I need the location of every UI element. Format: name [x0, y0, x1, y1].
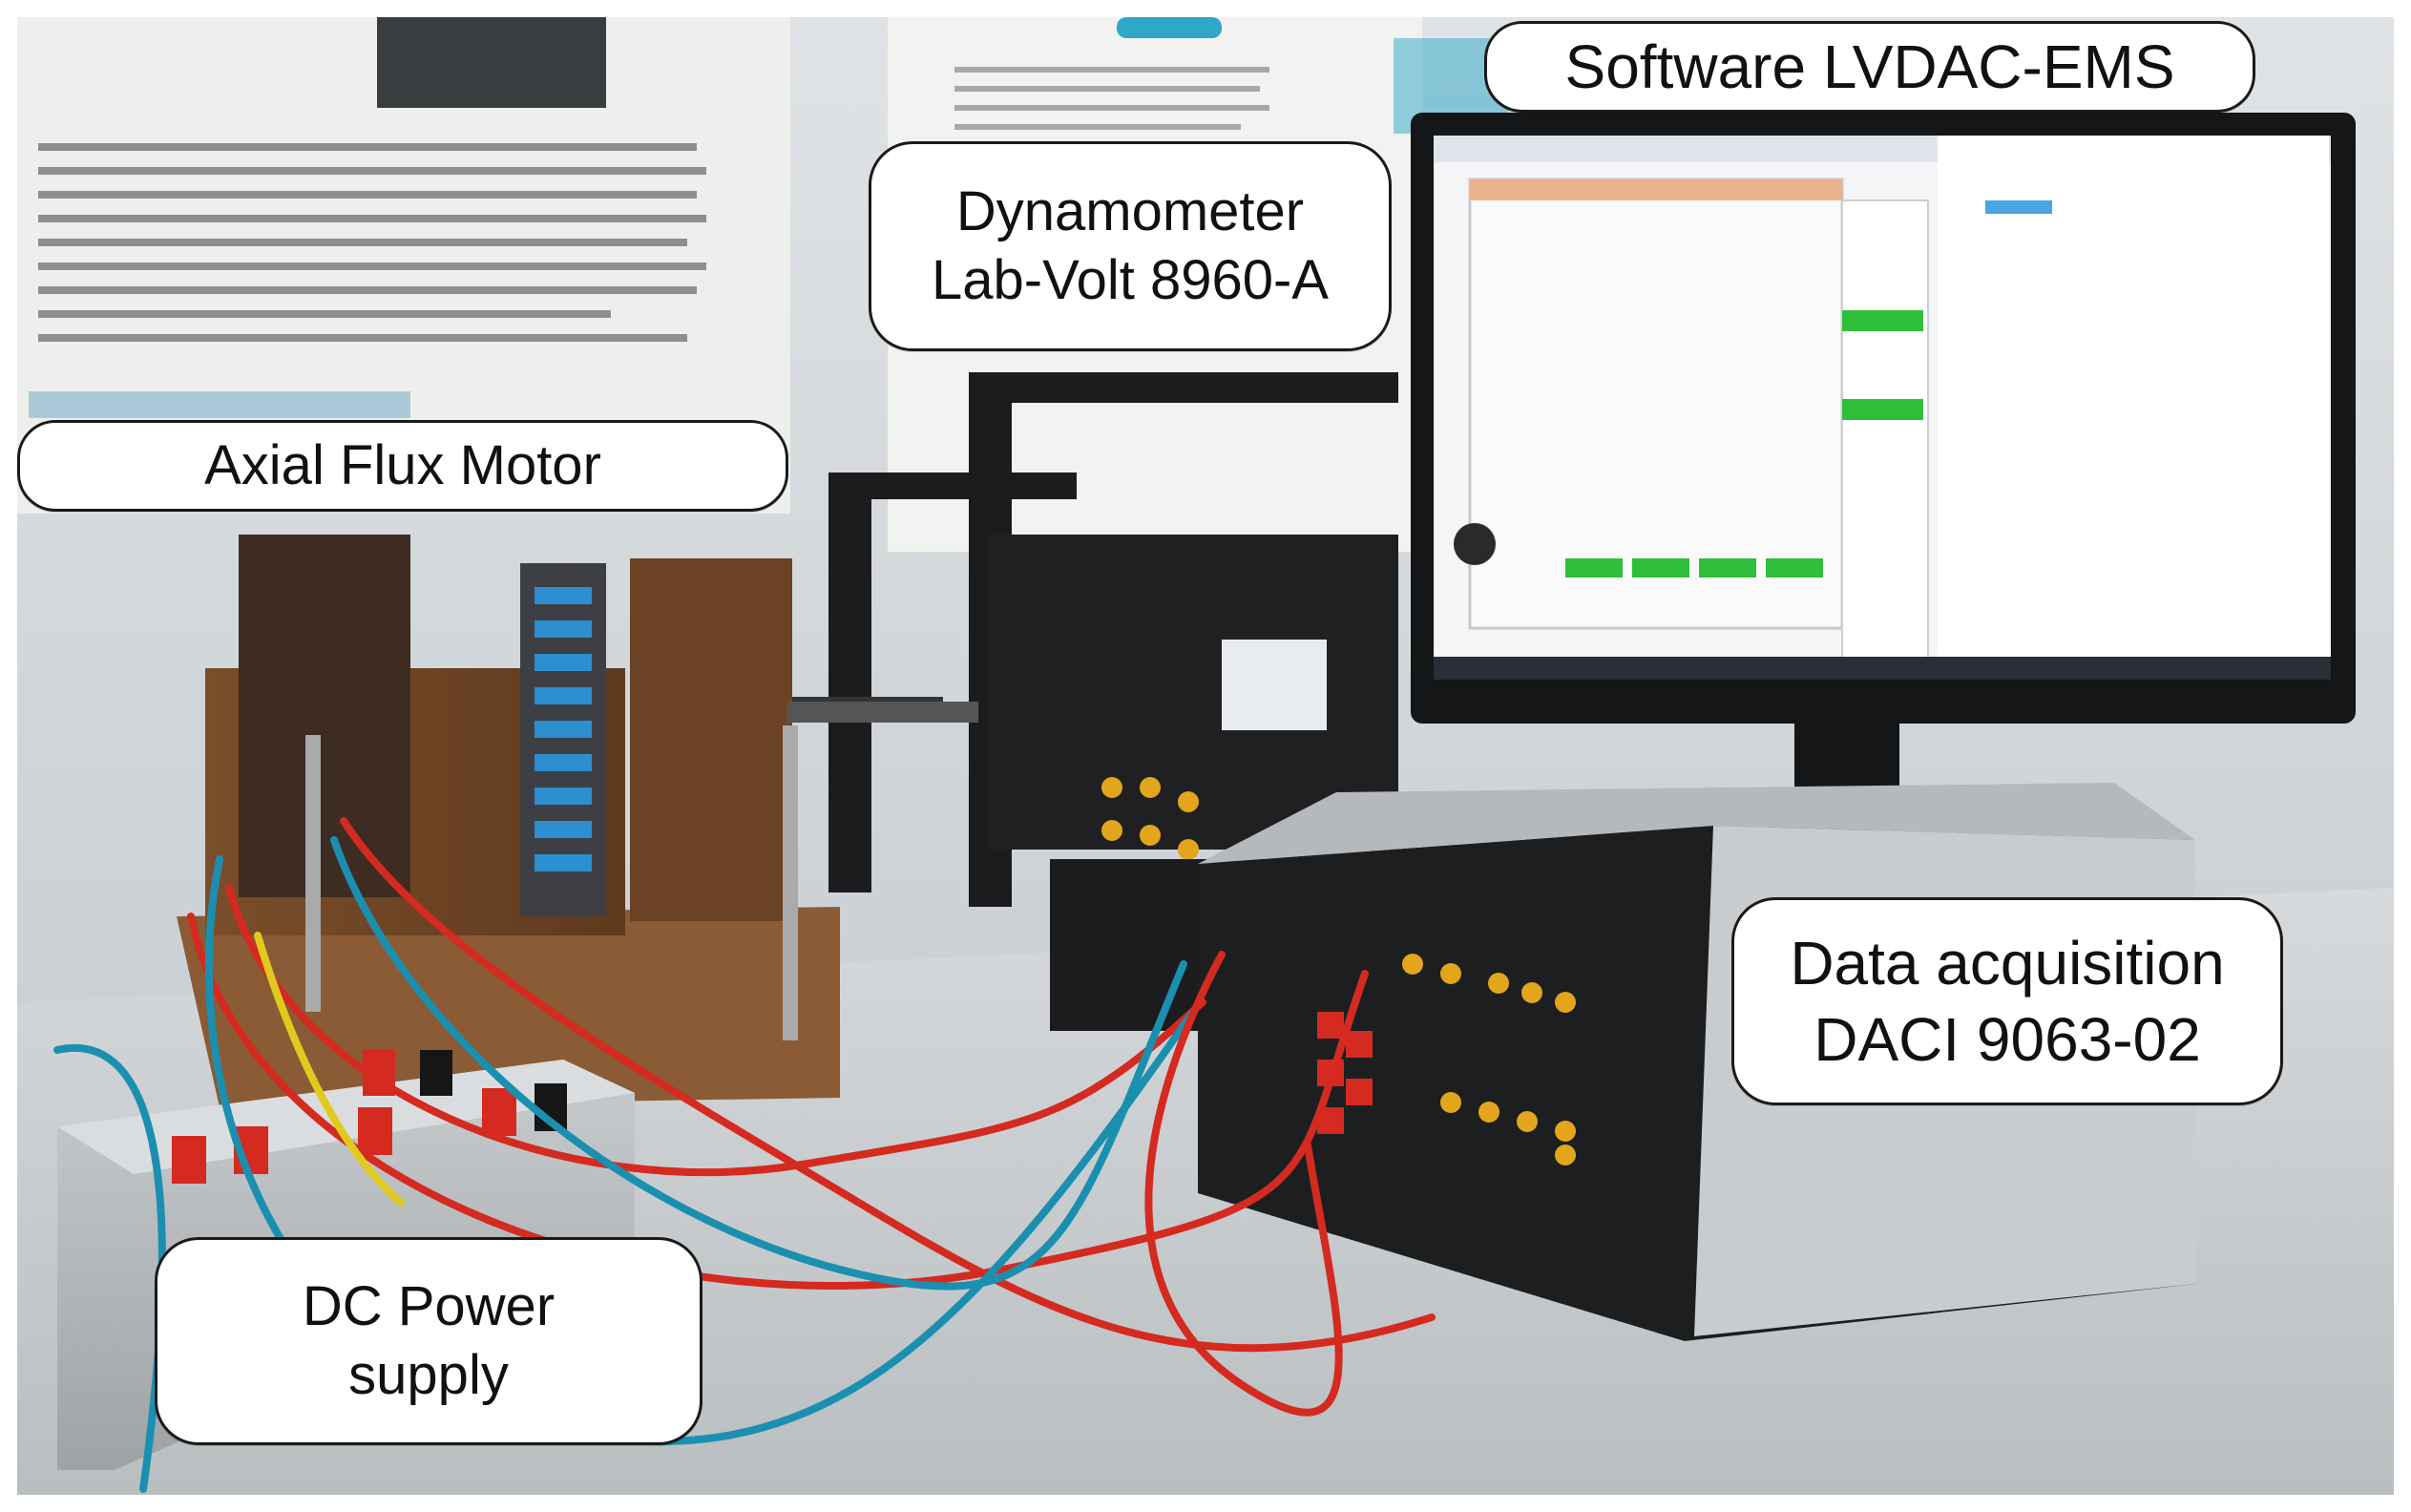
data-acquisition-label-line2: DACI 9063-02: [1813, 1005, 2201, 1074]
software-label: Software LVDAC-EMS: [1484, 21, 2255, 113]
dynamometer-label-line2: Lab-Volt 8960-A: [932, 249, 1329, 311]
dc-power-supply-label: DC Power supply: [155, 1237, 702, 1445]
axial-flux-motor-label-text: Axial Flux Motor: [204, 433, 601, 496]
software-label-text: Software LVDAC-EMS: [1564, 32, 2175, 101]
data-acquisition-label-line1: Data acquisition: [1790, 929, 2225, 998]
dynamometer-label-line1: Dynamometer: [955, 179, 1305, 242]
monitor: [1411, 113, 2356, 830]
poster-left: [17, 17, 790, 514]
dc-power-supply-label-line1: DC Power: [302, 1274, 556, 1337]
dc-power-supply-label-line2: supply: [348, 1344, 509, 1406]
data-acquisition-label: Data acquisition DACI 9063-02: [1731, 897, 2283, 1105]
axial-flux-motor-label: Axial Flux Motor: [17, 420, 788, 512]
dynamometer-label: Dynamometer Lab-Volt 8960-A: [869, 141, 1392, 351]
